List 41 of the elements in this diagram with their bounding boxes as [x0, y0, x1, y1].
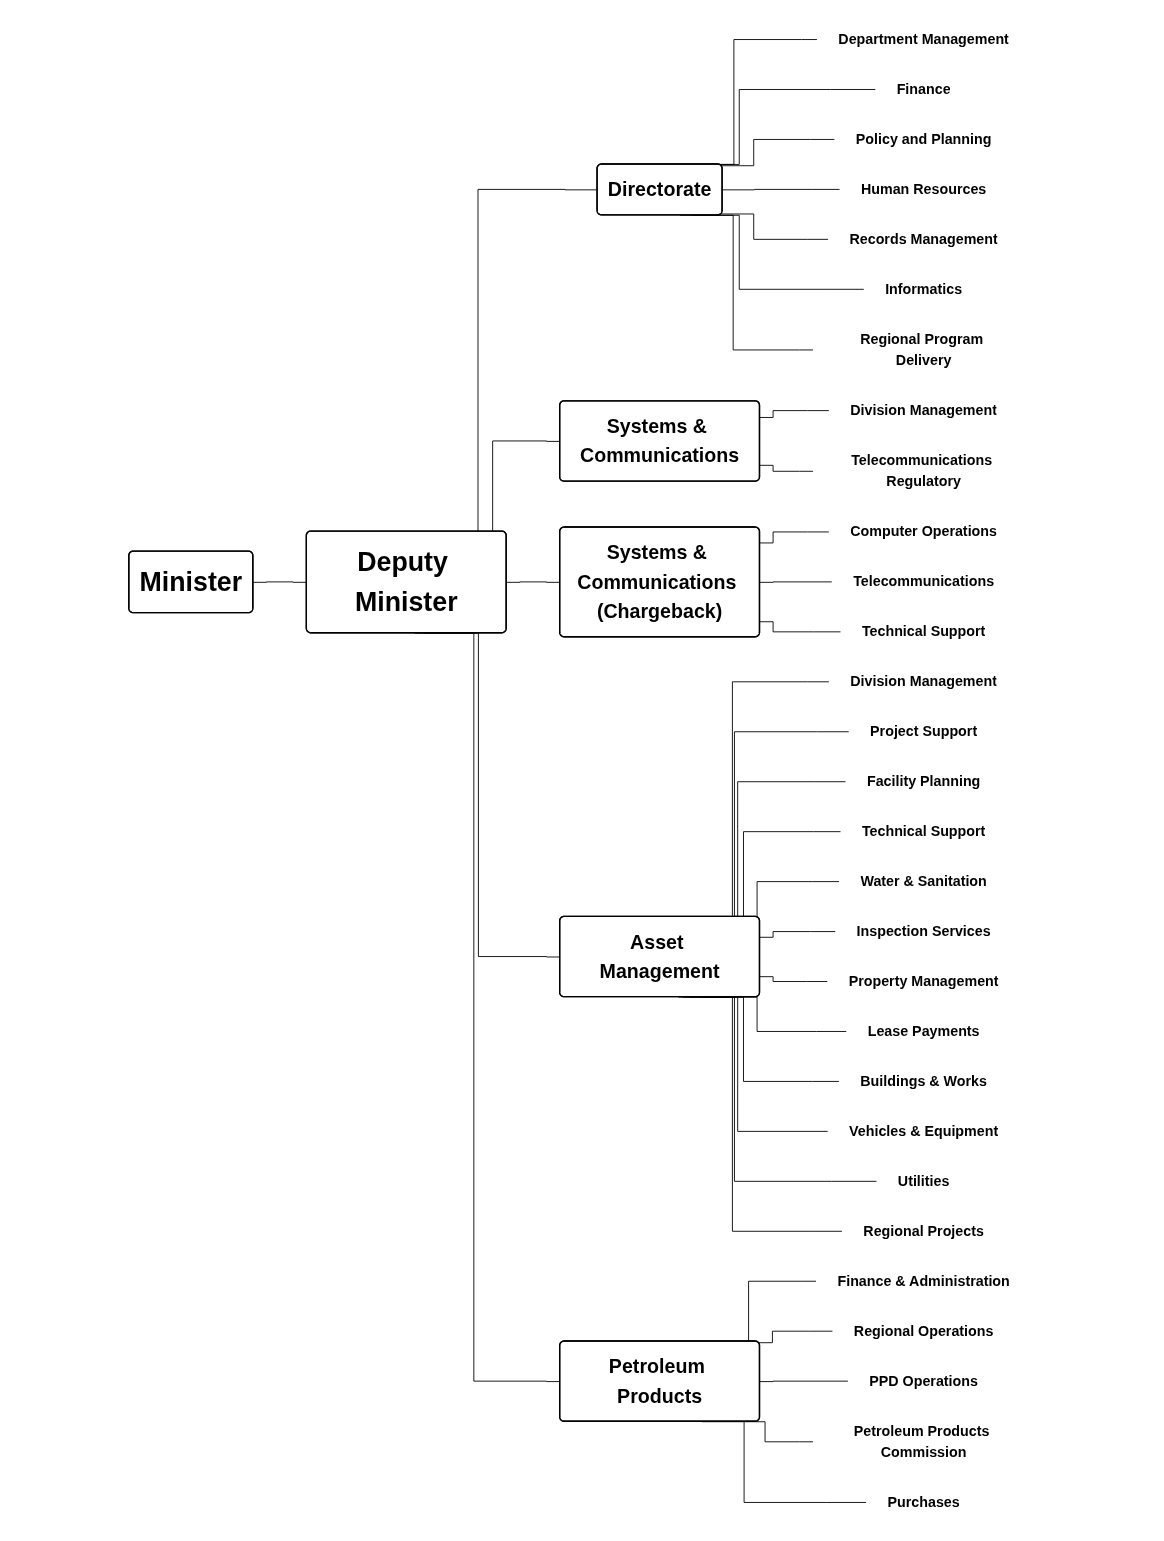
- node-text: Human Resources: [861, 180, 987, 197]
- connector: [759, 409, 830, 418]
- node-text: Finance & Administration: [837, 1272, 1011, 1288]
- connector: [758, 1330, 834, 1343]
- node-text: Informatics: [885, 280, 963, 296]
- node-text: Water & Sanitation: [860, 873, 988, 889]
- node-text: Records Management: [849, 230, 999, 246]
- connector: [759, 975, 829, 982]
- node-text: Buildings & Works: [860, 1072, 988, 1089]
- node-text: Project Support: [870, 723, 978, 739]
- connector: [759, 1380, 849, 1382]
- node-text: Regional Projects: [863, 1222, 985, 1238]
- connector: [721, 213, 829, 240]
- node-text: Division Management: [850, 402, 998, 418]
- node-text: Petroleum Products Commission: [854, 1422, 990, 1460]
- node-text: Purchases: [888, 1493, 961, 1510]
- node-text: Inspection Services: [857, 923, 992, 939]
- node-text: Department Management: [838, 31, 1010, 47]
- connector: [759, 580, 833, 583]
- node-text: Regional Operations: [854, 1322, 994, 1338]
- node-text: Regional Program Delivery: [860, 330, 984, 368]
- node-text: Policy and Planning: [856, 130, 992, 147]
- node-text: Vehicles & Equipment: [849, 1122, 999, 1139]
- connector: [759, 620, 842, 632]
- node-text: Lease Payments: [868, 1022, 981, 1039]
- connector: [759, 531, 830, 543]
- connector: [759, 464, 814, 472]
- node-text: Division Management: [850, 673, 998, 689]
- node-text: Telecommunications: [853, 573, 995, 589]
- node-text: Utilities: [898, 1172, 950, 1188]
- node-text: PPD Operations: [869, 1372, 979, 1388]
- node-text: Computer Operations: [850, 523, 998, 539]
- connector: [721, 138, 836, 166]
- node-text: Technical Support: [862, 623, 986, 639]
- node-text: Facility Planning: [867, 773, 981, 789]
- connector: [759, 930, 837, 938]
- connector: [722, 188, 841, 190]
- node-text: Technical Support: [862, 823, 986, 839]
- node-text: Property Management: [849, 972, 1000, 989]
- node-text: Telecommunications Regulatory: [851, 452, 993, 489]
- node-text: Finance: [897, 80, 952, 97]
